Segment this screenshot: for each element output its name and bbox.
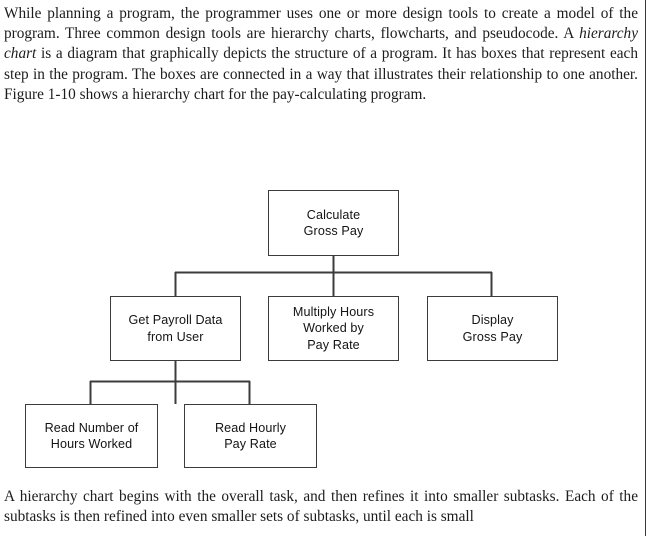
node-read-hourly-pay-rate[interactable]: Read Hourly Pay Rate xyxy=(184,404,317,468)
intro-text-emphasis: hierarchy chart xyxy=(4,25,638,63)
node-get-payroll-data[interactable]: Get Payroll Data from User xyxy=(110,296,241,361)
intro-text-part2: is a diagram that graphically depicts th… xyxy=(4,45,638,103)
closing-paragraph: A hierarchy chart begins with the overal… xyxy=(4,487,638,527)
intro-text-part1: While planning a program, the programmer… xyxy=(4,5,638,43)
page-margin-rule xyxy=(645,0,646,536)
node-multiply-hours-by-pay-rate[interactable]: Multiply Hours Worked by Pay Rate xyxy=(268,296,399,361)
node-calculate-gross-pay[interactable]: Calculate Gross Pay xyxy=(268,190,399,256)
closing-paragraph-text: A hierarchy chart begins with the overal… xyxy=(4,488,638,526)
intro-paragraph: While planning a program, the programmer… xyxy=(4,4,638,105)
node-display-gross-pay[interactable]: Display Gross Pay xyxy=(427,296,558,361)
node-read-number-of-hours-worked[interactable]: Read Number of Hours Worked xyxy=(25,404,158,468)
